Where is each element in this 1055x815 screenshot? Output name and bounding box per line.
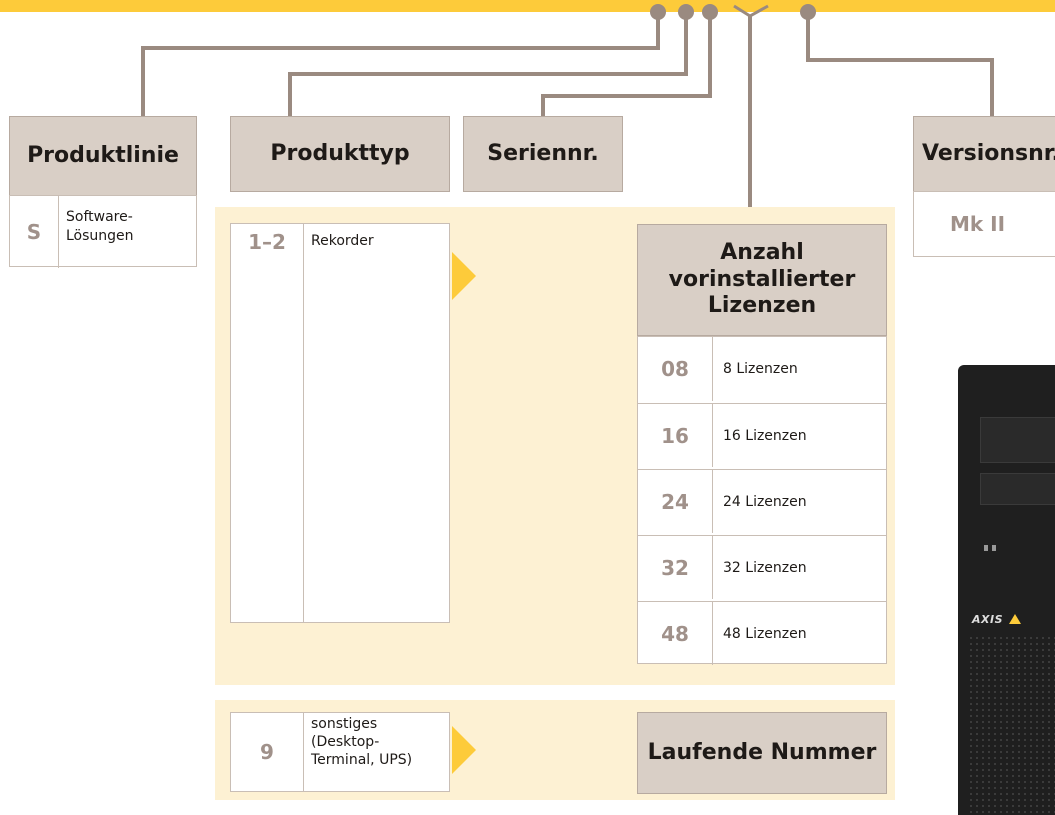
sonstiges-desc: sonstiges (Desktop-Terminal, UPS)	[311, 716, 413, 769]
header-seriennr: Seriennr.	[463, 116, 623, 192]
lizenz-row: 08 8 Lizenzen	[638, 337, 886, 401]
lizenz-code: 16	[661, 423, 689, 448]
produktlinie-desc: Software-Lösungen	[66, 209, 134, 244]
arrow-sonstiges	[452, 726, 476, 774]
produkttyp-desc: Rekorder	[311, 233, 374, 249]
header-anzahl: Anzahl vorinstallierter Lizenzen	[637, 224, 887, 336]
produkttyp-code: 1–2	[248, 230, 286, 254]
header-produktlinie: Produktlinie	[9, 116, 197, 196]
lizenz-row: 16 16 Lizenzen	[638, 403, 886, 467]
version-cell: Mk II	[913, 191, 1055, 257]
lizenz-label: 24 Lizenzen	[712, 470, 807, 533]
lizenz-row: 32 32 Lizenzen	[638, 535, 886, 599]
front-grill	[968, 635, 1055, 815]
top-accent-bar	[0, 0, 1055, 12]
recorder-device-image: AXIS	[958, 365, 1055, 815]
lizenzen-table: 08 8 Lizenzen 16 16 Lizenzen 24 24 Lizen…	[637, 336, 887, 665]
arrow-rekorder	[452, 252, 476, 300]
header-laufende-nummer: Laufende Nummer	[637, 712, 887, 794]
drive-bay	[980, 473, 1055, 505]
sonstiges-code: 9	[260, 740, 274, 764]
axis-logo-triangle	[1009, 614, 1021, 624]
produkttyp-cell: 1–2 Rekorder	[230, 223, 450, 623]
produktlinie-code: S	[26, 220, 42, 244]
lizenz-label: 32 Lizenzen	[712, 536, 807, 599]
header-produkttyp: Produkttyp	[230, 116, 450, 192]
lizenz-code: 08	[661, 357, 689, 381]
lizenz-row: 24 24 Lizenzen	[638, 469, 886, 533]
lizenz-row: 48 48 Lizenzen	[638, 601, 886, 665]
lizenz-label: 8 Lizenzen	[712, 337, 798, 401]
lizenz-label: 48 Lizenzen	[712, 602, 807, 665]
sonstiges-divider	[303, 713, 304, 791]
sonstiges-cell: 9 sonstiges (Desktop-Terminal, UPS)	[230, 712, 450, 792]
lizenz-label: 16 Lizenzen	[712, 404, 807, 467]
axis-logo: AXIS	[972, 613, 1004, 626]
produkttyp-divider	[303, 224, 304, 622]
header-versionsnr: Versionsnr.	[913, 116, 1055, 192]
lizenz-code: 48	[661, 621, 689, 646]
lizenz-code: 24	[661, 489, 689, 514]
lizenz-code: 32	[661, 555, 689, 580]
produktlinie-cell: S Software-Lösungen	[9, 195, 197, 268]
produktlinie-divider	[58, 196, 59, 268]
version-value: Mk II	[950, 212, 1006, 236]
drive-bay	[980, 417, 1055, 463]
status-leds	[984, 545, 998, 551]
